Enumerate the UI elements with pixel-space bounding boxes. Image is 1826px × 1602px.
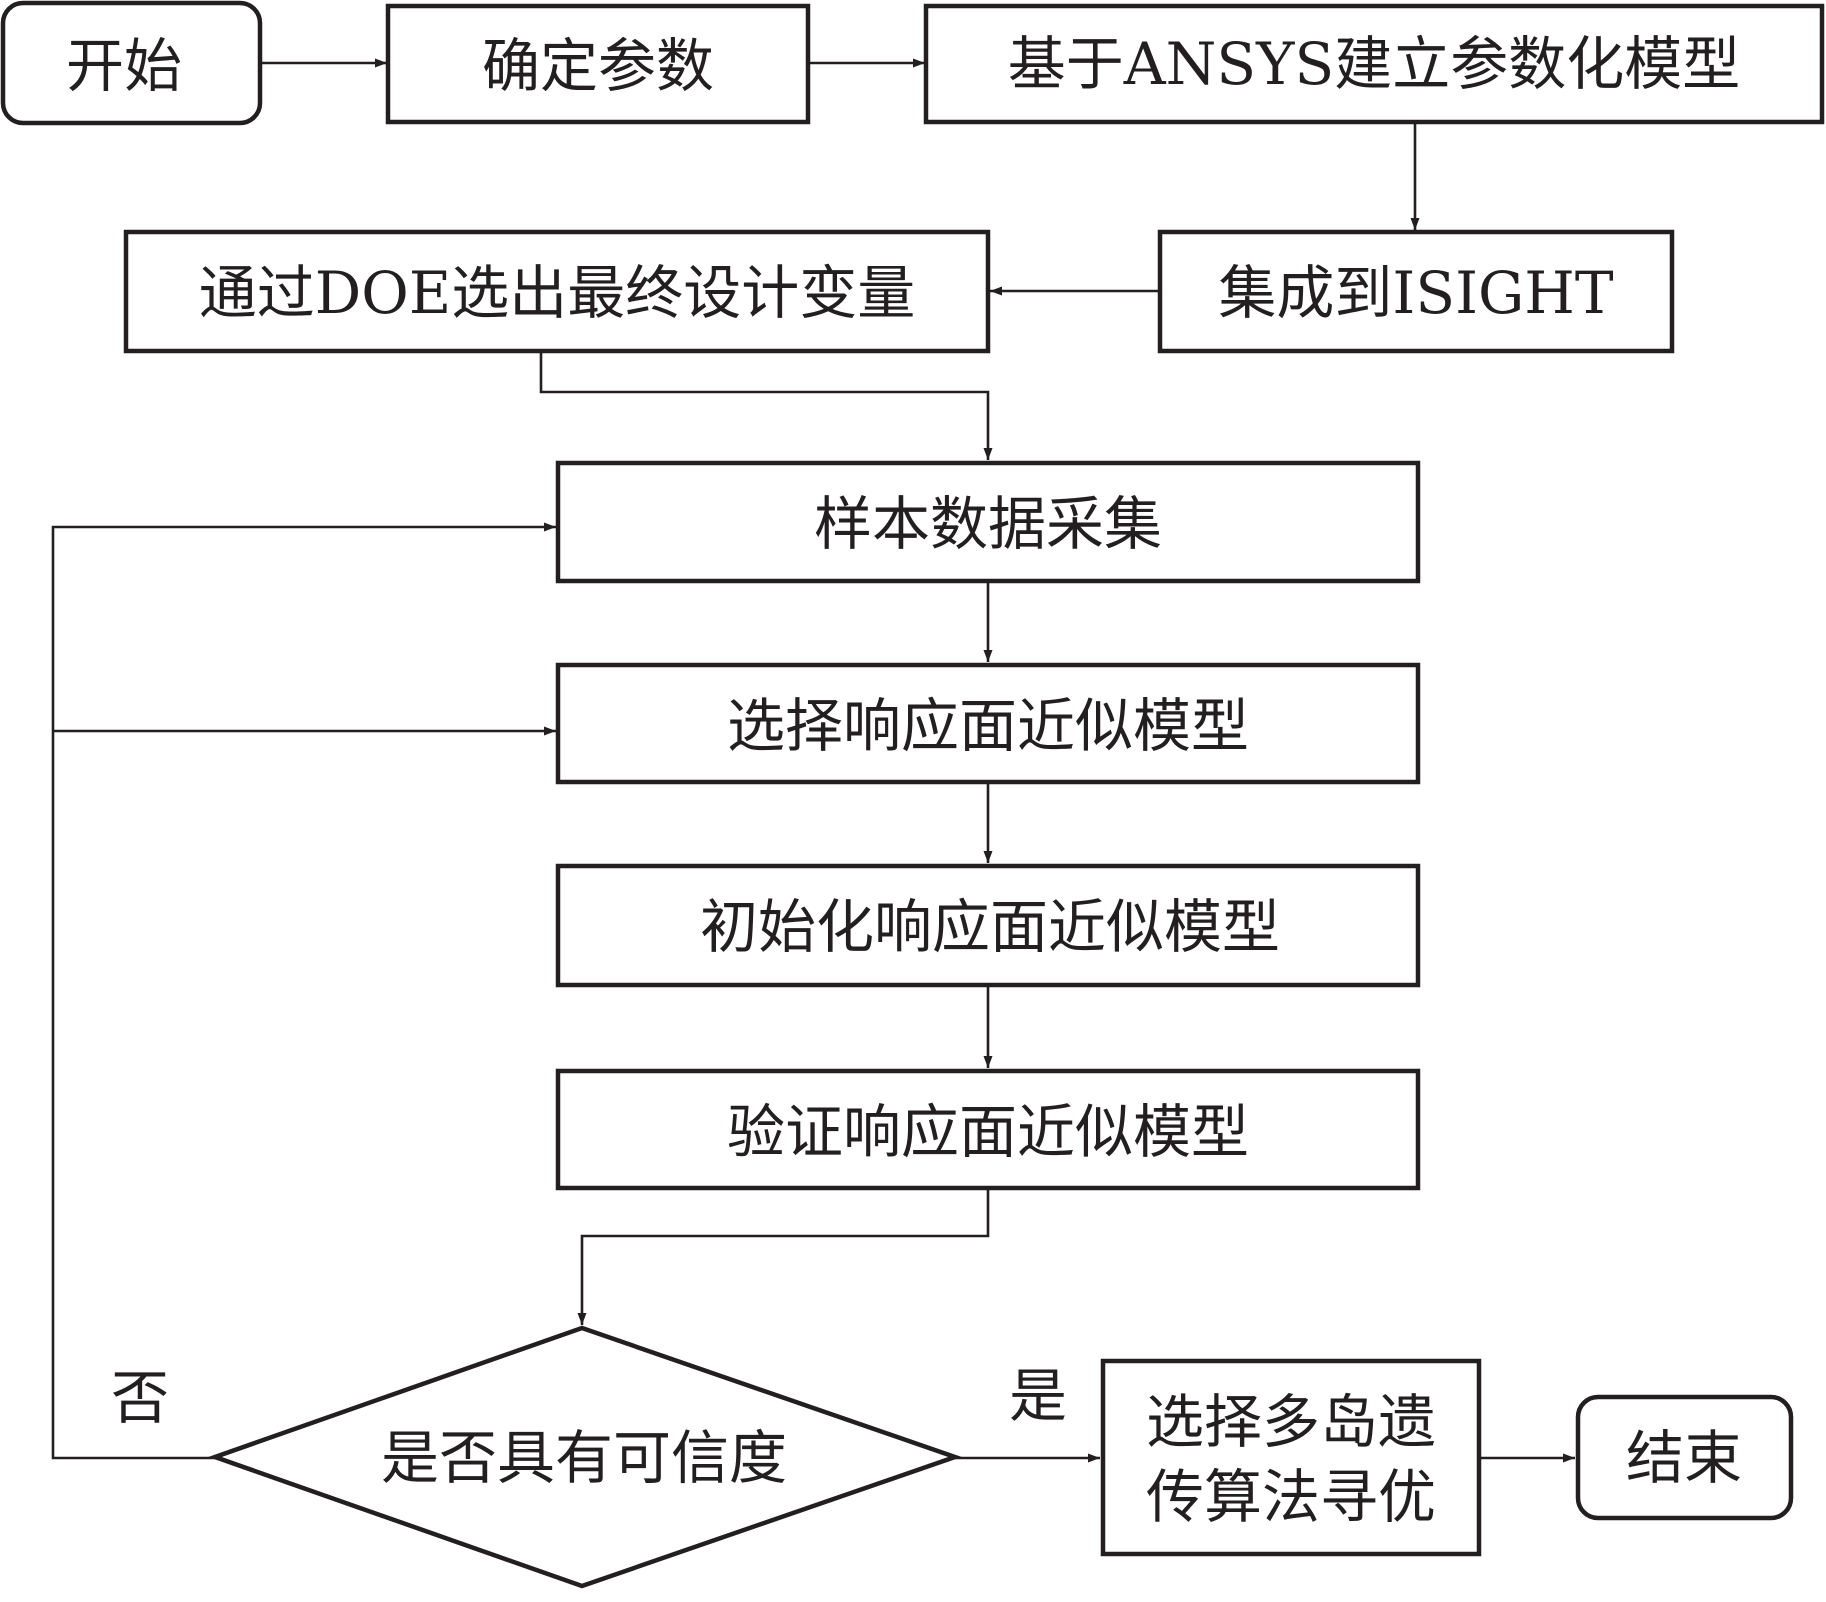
edge-check-no-loop-sample [51, 522, 556, 1460]
node-verify-rsm-label: 验证响应面近似模型 [727, 1098, 1249, 1166]
node-optimize: 选择多岛遗 传算法寻优 [1100, 1358, 1482, 1557]
node-end-label: 结束 [1626, 1424, 1742, 1492]
node-define-params-label: 确定参数 [482, 32, 714, 100]
node-optimize-label-line1: 选择多岛遗 [1146, 1388, 1436, 1456]
node-define-params: 确定参数 [385, 3, 811, 125]
node-end: 结束 [1575, 1394, 1794, 1521]
edge-label-no: 否 [111, 1364, 169, 1432]
edge-label-yes: 是 [1009, 1362, 1067, 1430]
node-credible-check: 是否具有可信度 [208, 1325, 962, 1589]
node-choose-rsm: 选择响应面近似模型 [555, 662, 1421, 785]
node-start: 开始 [0, 0, 263, 126]
node-doe-select: 通过DOE选出最终设计变量 [123, 229, 991, 354]
node-credible-check-label: 是否具有可信度 [381, 1424, 787, 1492]
node-sample-collect-label: 样本数据采集 [814, 490, 1162, 558]
node-integrate-isight-label: 集成到ISIGHT [1218, 259, 1613, 327]
node-sample-collect: 样本数据采集 [555, 460, 1421, 584]
decision-diamond [208, 1325, 962, 1589]
node-verify-rsm: 验证响应面近似模型 [555, 1068, 1421, 1191]
node-build-model-label: 基于ANSYS建立参数化模型 [1008, 30, 1740, 98]
connectors [51, 58, 1575, 1463]
edge-doe-to-sample [539, 353, 993, 460]
node-optimize-label-line2: 传算法寻优 [1146, 1463, 1436, 1531]
node-init-rsm-label: 初始化响应面近似模型 [700, 893, 1280, 961]
node-init-rsm: 初始化响应面近似模型 [555, 863, 1421, 988]
node-choose-rsm-label: 选择响应面近似模型 [727, 692, 1249, 760]
node-build-model: 基于ANSYS建立参数化模型 [923, 3, 1825, 125]
node-doe-select-label: 通过DOE选出最终设计变量 [199, 259, 915, 327]
node-integrate-isight: 集成到ISIGHT [1157, 229, 1675, 354]
node-start-label: 开始 [66, 32, 182, 100]
edge-verify-to-check [577, 1190, 990, 1325]
